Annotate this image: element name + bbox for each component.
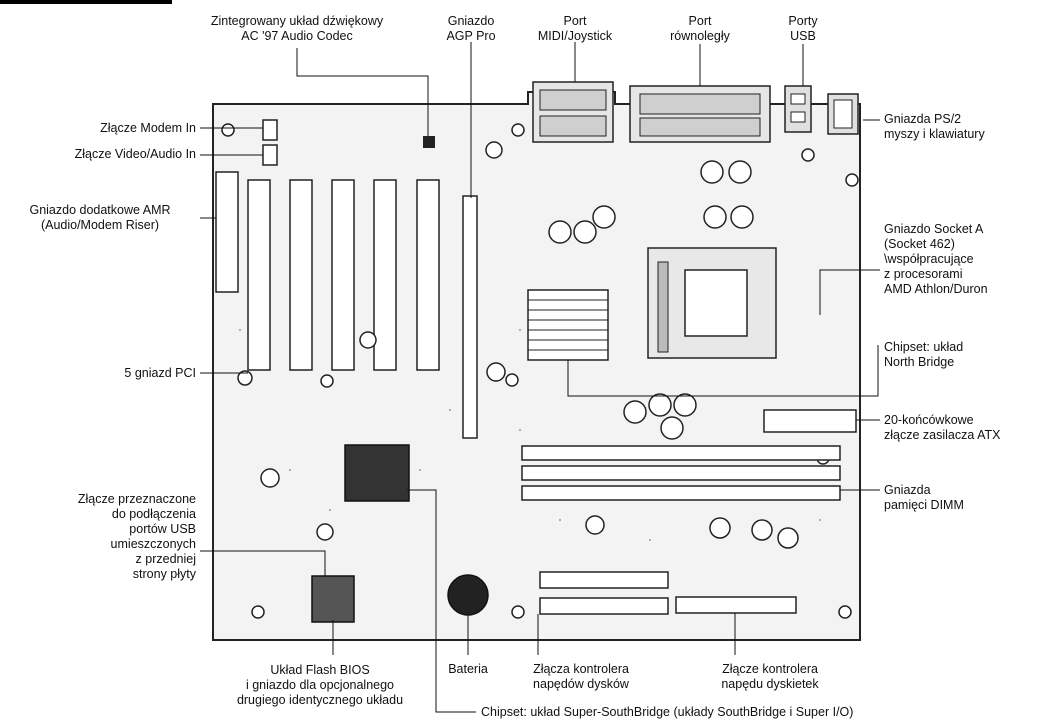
label-video-audio-in: Złącze Video/Audio In — [0, 147, 196, 162]
label-pci: 5 gniazd PCI — [0, 366, 196, 381]
label-agp-pro: Gniazdo AGP Pro — [426, 14, 516, 44]
label-front-usb: Złącze przeznaczone do podłączenia portó… — [0, 492, 196, 582]
atx-power-connector — [764, 410, 856, 432]
parallel-port — [630, 86, 770, 142]
ps2-ports — [828, 94, 858, 134]
label-dimm: Gniazda pamięci DIMM — [884, 483, 964, 513]
label-battery: Bateria — [438, 662, 498, 677]
label-modem-in: Złącze Modem In — [0, 121, 196, 136]
label-midi-joystick: Port MIDI/Joystick — [520, 14, 630, 44]
floppy-connector — [676, 597, 796, 613]
south-bridge-chip — [345, 445, 409, 501]
flash-bios-chip — [312, 576, 354, 622]
label-south-bridge: Chipset: układ Super-SouthBridge (układy… — [481, 705, 853, 720]
label-floppy: Złącze kontrolera napędu dyskietek — [705, 662, 835, 692]
north-bridge-heatsink — [528, 290, 608, 360]
label-amr: Gniazdo dodatkowe AMR (Audio/Modem Riser… — [2, 203, 198, 233]
label-north-bridge: Chipset: układ North Bridge — [884, 340, 963, 370]
agp-pro-slot — [463, 196, 477, 438]
battery — [448, 575, 488, 615]
usb-ports — [785, 86, 811, 132]
socket-a — [648, 248, 776, 358]
amr-slot — [216, 172, 238, 292]
label-flash-bios: Układ Flash BIOS i gniazdo dla opcjonaln… — [205, 663, 435, 708]
label-ide: Złącza kontrolera napędów dysków — [516, 662, 646, 692]
corner-bar — [0, 0, 172, 4]
dimm-slots — [522, 446, 840, 500]
audio-codec-chip — [423, 136, 435, 148]
label-usb-ports: Porty USB — [770, 14, 836, 44]
label-parallel-port: Port równoległy — [650, 14, 750, 44]
label-ps2: Gniazda PS/2 myszy i klawiatury — [884, 112, 985, 142]
video-audio-in-connector — [263, 145, 277, 165]
midi-joystick-port — [533, 82, 613, 142]
label-audio-codec: Zintegrowany układ dźwiękowy AC '97 Audi… — [188, 14, 406, 44]
modem-in-connector — [263, 120, 277, 140]
label-atx-power: 20-końcówkowe złącze zasilacza ATX — [884, 413, 1000, 443]
label-socket-a: Gniazdo Socket A (Socket 462) \współprac… — [884, 222, 988, 297]
